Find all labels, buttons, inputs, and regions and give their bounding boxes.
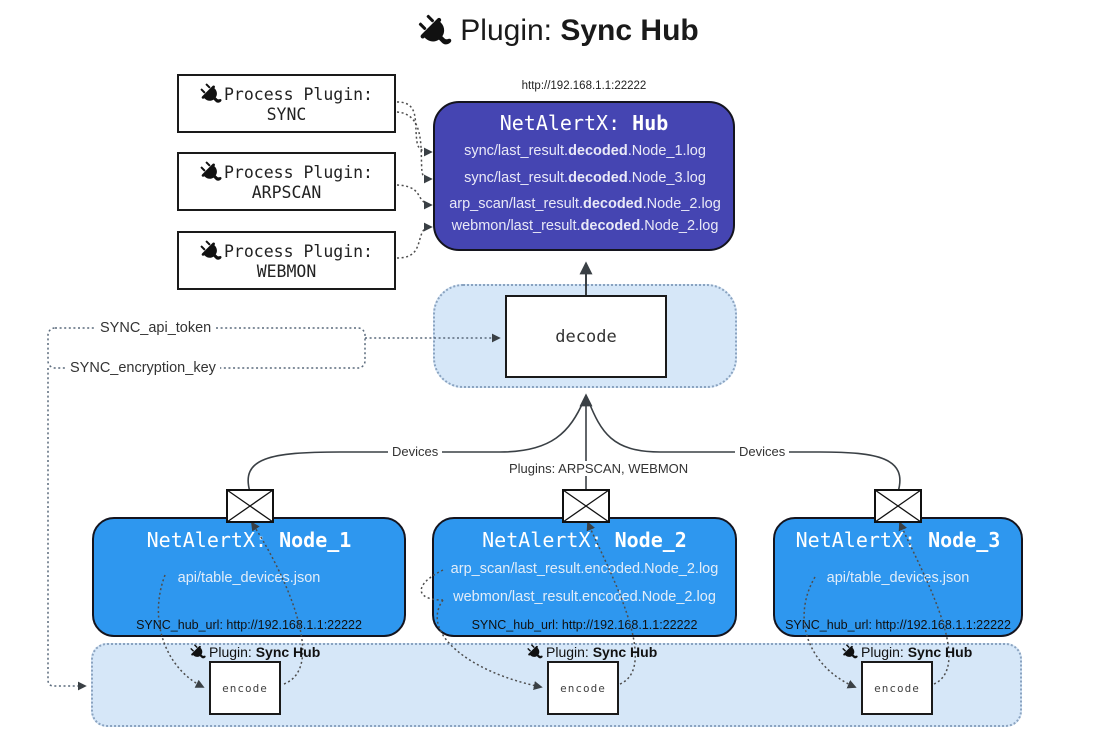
connector-sync-node3 [396,111,433,184]
hub-title: NetAlertX: Hub [433,111,735,135]
hub-title-bold: Hub [632,111,669,135]
node-1-line: api/table_devices.json [177,570,321,586]
encode-box-3: encode [861,661,933,715]
plug-icon [199,161,222,183]
plugins-mid-label: Plugins: ARPSCAN, WEBMON [505,461,693,476]
process-plugin-label: Process Plugin: [223,84,373,104]
encode-plugin-bold: Sync Hub [592,644,658,660]
connector-arpscan-hub [396,184,433,210]
plug-icon [842,644,858,660]
encode-plugin-label-3: Plugin: Sync Hub [842,644,972,660]
process-plugin-name: ARPSCAN [251,183,322,202]
node-2-line: webmon/last_result.encoded.Node_2.log [453,589,716,605]
node-title-bold: Node_2 [614,528,687,552]
encode-label: encode [560,681,606,695]
encode-plugin-bold: Sync Hub [255,644,321,660]
devices-left-label: Devices [388,444,443,459]
connector-webmon-hub [396,222,433,259]
sync-api-token-label: SYNC_api_token [96,320,216,336]
page-title-text: Plugin: Sync Hub [460,14,698,48]
encode-plugin-text: Plugin: Sync Hub [861,644,972,660]
hub-log-line: arp_scan/last_result.decoded.Node_2.log [441,196,729,212]
hub-log-post: .Node_2.log [640,218,719,234]
hub-log-line: sync/last_result.decoded.Node_1.log [441,143,729,159]
hub-url: http://192.168.1.1:22222 [521,80,647,92]
node-2-hub-url: SYNC_hub_url: http://192.168.1.1:22222 [471,618,698,632]
plug-icon [190,644,206,660]
process-plugin-sync: Process Plugin: SYNC [177,74,396,133]
node-1-box [92,517,406,637]
node-2-line: arp_scan/last_result.encoded.Node_2.log [450,561,719,577]
node-title-bold: Node_3 [928,528,1001,552]
plug-icon [527,644,543,660]
hub-log-pre: sync/last_result. [464,170,569,186]
token-to-band-arrow [47,368,87,691]
node-title-pre: NetAlertX: [482,528,615,552]
encode-plugin-label-2: Plugin: Sync Hub [527,644,657,660]
hub-log-line: webmon/last_result.decoded.Node_2.log [441,218,729,234]
devices-right-label: Devices [735,444,790,459]
encode-plugin-text: Plugin: Sync Hub [209,644,320,660]
hub-log-pre: arp_scan/last_result. [449,196,583,212]
node-3-line: api/table_devices.json [826,570,970,586]
encode-plugin-bold: Sync Hub [907,644,973,660]
encode-plugin-pre: Plugin: [209,644,256,660]
hub-box [433,101,735,251]
hub-log-bold: decoded [580,218,641,234]
encode-label: encode [222,681,268,695]
plug-icon [199,83,222,105]
hub-log-pre: webmon/last_result. [451,218,581,234]
page-title-pre: Plugin: [460,14,561,47]
process-plugin-label: Process Plugin: [223,241,373,261]
node-2-title: NetAlertX: Node_2 [432,528,737,552]
hub-log-line: sync/last_result.decoded.Node_3.log [441,170,729,186]
hub-log-bold: decoded [568,170,628,186]
node-1-title: NetAlertX: Node_1 [92,528,406,552]
encode-plugin-label-1: Plugin: Sync Hub [190,644,320,660]
page-title-bold: Sync Hub [560,14,699,47]
node-title-pre: NetAlertX: [795,528,929,552]
process-plugin-label: Process Plugin: [223,162,373,182]
sync-encryption-key-label: SYNC_encryption_key [66,360,220,376]
process-plugin-arpscan: Process Plugin: ARPSCAN [177,152,396,211]
encode-label: encode [874,681,920,695]
connector-sync-node1 [396,101,433,157]
hub-log-bold: decoded [582,196,643,212]
decode-label: decode [555,326,617,347]
hub-log-bold: decoded [568,143,628,159]
node-3-title: NetAlertX: Node_3 [773,528,1023,552]
process-plugin-name: WEBMON [256,262,317,281]
process-plugin-name: SYNC [266,105,307,124]
process-plugin-webmon: Process Plugin: WEBMON [177,231,396,290]
encode-plugin-pre: Plugin: [861,644,908,660]
hub-title-pre: NetAlertX: [499,111,633,135]
hub-log-post: .Node_3.log [627,170,706,186]
node-title-bold: Node_1 [279,528,352,552]
plug-icon [418,14,453,48]
node-title-pre: NetAlertX: [146,528,280,552]
plug-icon [199,240,222,262]
decode-box: decode [505,295,667,378]
encode-plugin-pre: Plugin: [546,644,593,660]
hub-log-post: .Node_2.log [642,196,721,212]
encode-box-2: encode [547,661,619,715]
hub-log-pre: sync/last_result. [464,143,569,159]
encode-plugin-text: Plugin: Sync Hub [546,644,657,660]
page-title: Plugin: Sync Hub [0,14,1117,48]
node-3-hub-url: SYNC_hub_url: http://192.168.1.1:22222 [785,618,1011,632]
node-1-hub-url: SYNC_hub_url: http://192.168.1.1:22222 [136,618,362,632]
encode-box-1: encode [209,661,281,715]
hub-log-post: .Node_1.log [627,143,706,159]
